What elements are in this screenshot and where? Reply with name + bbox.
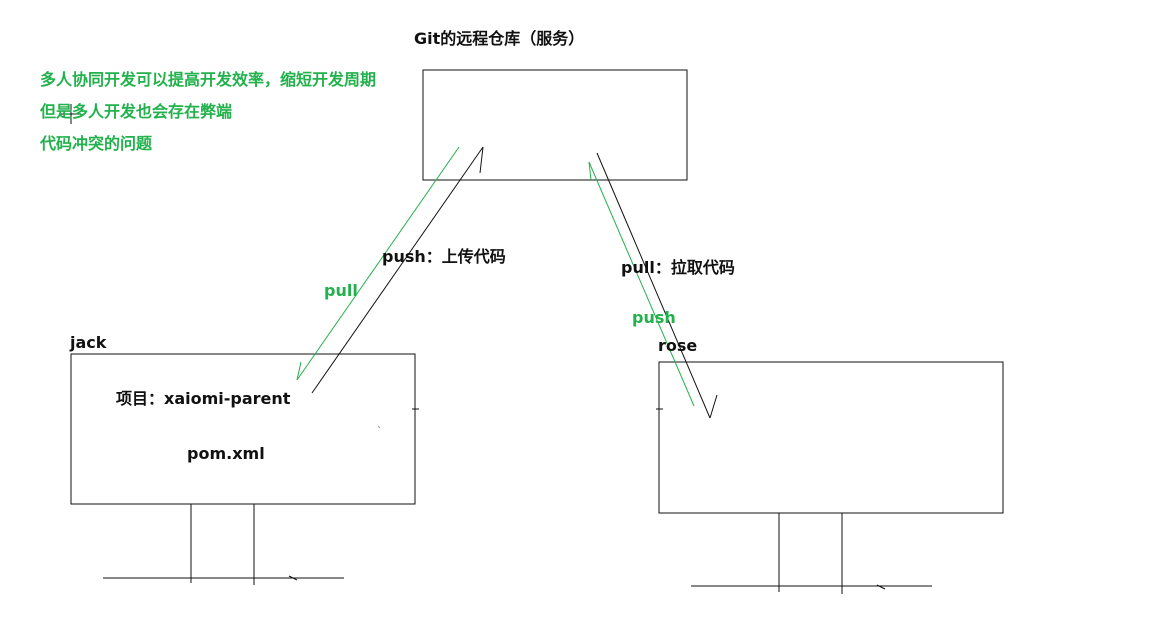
rose-base-tick (876, 584, 886, 590)
pull-left-label: pull (324, 281, 358, 300)
pull-arrow-head-left (296, 361, 302, 381)
push-right-label: push (632, 308, 676, 327)
jack-project-label: 项目：xaiomi-parent (116, 389, 291, 408)
pull-arrow-line-left (296, 146, 460, 381)
note-line-3: 代码冲突的问题 (40, 134, 153, 153)
pull-fetch-label: pull：拉取代码 (621, 258, 735, 277)
pull-arrow-line-right (596, 152, 711, 419)
jack-base-tick (288, 575, 298, 581)
push-arrow-head-right (588, 161, 592, 181)
remote-repo-box (422, 69, 688, 181)
pull-arrow-head-right (709, 394, 718, 419)
push-upload-label: push：上传代码 (382, 247, 506, 266)
jack-file-label: pom.xml (187, 444, 265, 463)
note-line-1: 多人协同开发可以提高开发效率，缩短开发周期 (40, 70, 377, 89)
stray-mark (377, 425, 381, 429)
rose-monitor (658, 361, 1004, 514)
rose-name: rose (658, 336, 698, 355)
note-line-2: 但是多人开发也会存在弊端 (40, 102, 233, 121)
push-arrow-line (311, 146, 484, 394)
jack-name: jack (70, 333, 107, 352)
push-arrow-head (479, 146, 484, 174)
jack-monitor (70, 353, 416, 505)
push-arrow-line-right (588, 161, 695, 407)
remote-repo-title: Git的远程仓库（服务） (414, 29, 585, 48)
cursor-mark (61, 104, 79, 124)
